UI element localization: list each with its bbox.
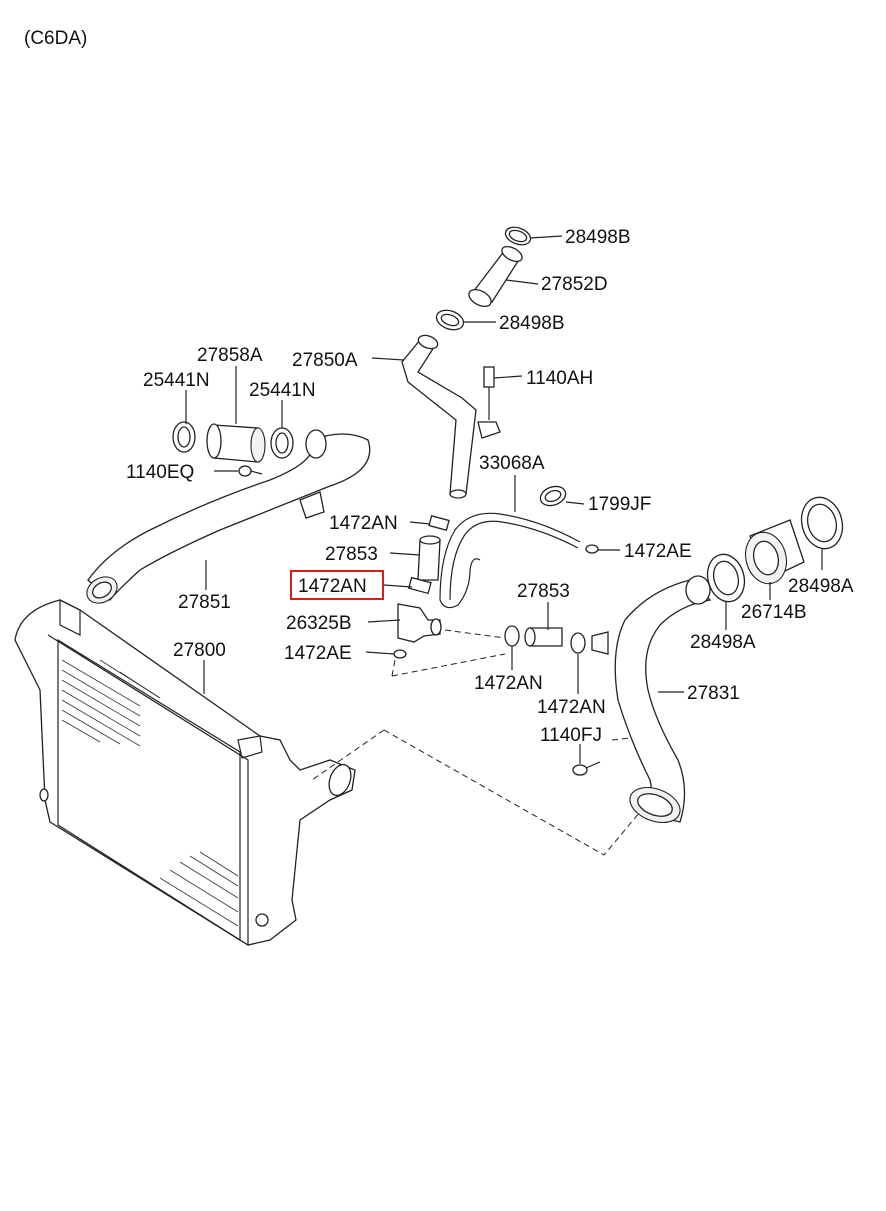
label-1472an-c[interactable]: 1472AN — [537, 697, 606, 718]
illustration — [14, 226, 844, 946]
label-27800[interactable]: 27800 — [173, 640, 226, 661]
label-28498b-top[interactable]: 28498B — [565, 227, 631, 248]
leader-lines — [185, 235, 823, 764]
label-27852d[interactable]: 27852D — [541, 274, 608, 295]
label-28498a-right[interactable]: 28498A — [788, 576, 854, 597]
clamp-28498b-mid-shape — [435, 309, 465, 331]
label-27831[interactable]: 27831 — [687, 683, 740, 704]
label-27858a[interactable]: 27858A — [197, 345, 263, 366]
label-1140eq[interactable]: 1140EQ — [126, 462, 194, 483]
part-labels: 28498B 27852D 28498B 27858A 27850A 25441… — [126, 227, 854, 746]
variant-code: (C6DA) — [24, 28, 87, 49]
label-28498b-mid[interactable]: 28498B — [499, 313, 565, 334]
label-28498a-left[interactable]: 28498A — [690, 632, 756, 653]
valve-26325b-shape — [393, 603, 442, 659]
hose-27851-shape — [86, 429, 371, 604]
label-25441n-left[interactable]: 25441N — [143, 370, 210, 391]
label-27853-a[interactable]: 27853 — [325, 544, 378, 565]
hose-26714b-shape — [706, 496, 844, 603]
label-1140fj[interactable]: 1140FJ — [540, 725, 602, 746]
hose-27831-shape — [614, 575, 712, 824]
small-hose-27853-lower-shape — [504, 625, 609, 655]
bolt-1140eq-shape — [238, 465, 263, 477]
label-1472an-highlighted[interactable]: 1472AN — [298, 576, 367, 597]
label-27850a[interactable]: 27850A — [292, 350, 358, 371]
highlight-box — [290, 570, 384, 600]
label-27851[interactable]: 27851 — [178, 592, 231, 613]
label-25441n-right[interactable]: 25441N — [249, 380, 316, 401]
label-27853-b[interactable]: 27853 — [517, 581, 570, 602]
label-1472ae-a[interactable]: 1472AE — [624, 541, 692, 562]
label-26714b[interactable]: 26714B — [741, 602, 807, 623]
label-1472an-b[interactable]: 1472AN — [474, 673, 543, 694]
label-1472an-a[interactable]: 1472AN — [329, 513, 398, 534]
intercooler-27800-shape — [14, 599, 356, 946]
hose-33068a-shape — [439, 485, 599, 609]
label-1799jf[interactable]: 1799JF — [588, 494, 651, 515]
bolt-1140fj-shape — [572, 761, 601, 776]
bolt-1140ah-shape — [477, 366, 501, 439]
label-1472ae-b[interactable]: 1472AE — [284, 643, 352, 664]
hose-27858a-shape — [172, 421, 294, 463]
small-hose-27853-upper-shape — [407, 515, 450, 595]
label-1140ah[interactable]: 1140AH — [526, 368, 593, 389]
hose-27852d-shape — [468, 245, 523, 308]
clamp-28498b-top-shape — [504, 226, 532, 246]
label-33068a[interactable]: 33068A — [479, 453, 545, 474]
label-26325b[interactable]: 26325B — [286, 613, 352, 634]
pipe-27850a-shape — [401, 334, 477, 499]
